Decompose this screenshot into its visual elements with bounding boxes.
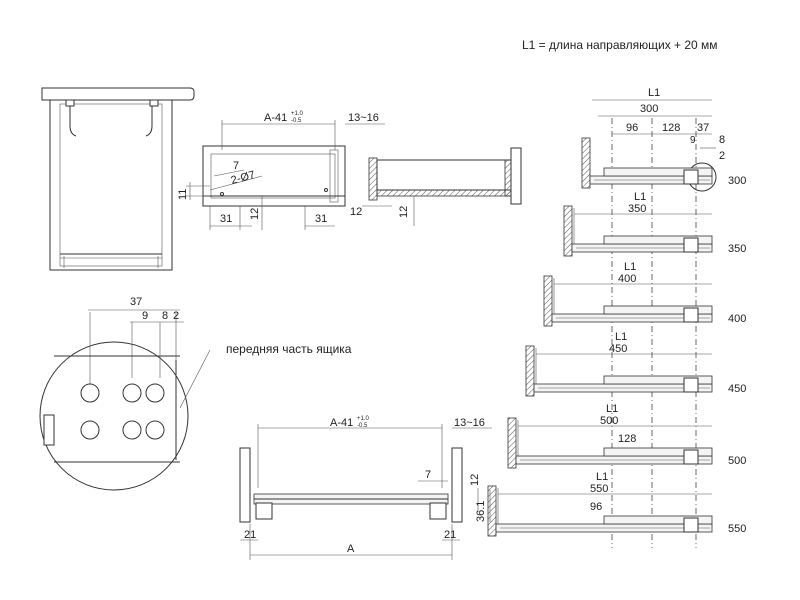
rail-slider: [603, 375, 713, 385]
drawer-bottom-view: A-41 +1.0 -0.5 13~16 7 12 36.1 21 A 21: [239, 416, 492, 560]
rail-lock: [683, 169, 699, 185]
rail-slider: [603, 447, 713, 457]
rail-slider: [603, 235, 713, 245]
rail-l1-label: L1: [615, 331, 627, 343]
rail-length-label: 300: [640, 103, 658, 115]
rail-slider: [603, 515, 713, 525]
detail-dim-37: 37: [130, 296, 142, 308]
drawer-section-view: 12 12: [350, 147, 522, 226]
rail-lock: [683, 377, 699, 393]
cabinet-front-view: [41, 87, 195, 271]
rail-l1-label: L1: [596, 471, 608, 483]
side-gap-label: 13~16: [348, 112, 379, 124]
rail-wall: [543, 275, 553, 327]
rail-length-label: 400: [618, 273, 636, 285]
rail-top-37: 37: [697, 122, 709, 134]
rail-wall: [487, 485, 497, 537]
rail-length-label: 550: [590, 483, 608, 495]
rail-size-label: 400: [728, 313, 746, 325]
bottom-gap-label: 13~16: [454, 417, 485, 429]
bottom-width-label: A-41: [330, 417, 353, 429]
side-dim-11: 11: [177, 189, 189, 200]
bottom-tol-minus: -0.5: [357, 423, 368, 429]
rail-top-2: 2: [719, 150, 725, 162]
rail-top-8: 8: [719, 134, 725, 146]
rail-slider: [603, 305, 713, 315]
rail-length-label: 450: [609, 343, 627, 355]
rail-size-label: 500: [728, 455, 746, 467]
detail-dim-9: 9: [142, 310, 148, 322]
rail-lock: [683, 517, 699, 533]
bottom-dim-12: 12: [469, 474, 481, 486]
rail-length-label: 500: [600, 415, 618, 427]
detail-dim-2: 2: [173, 310, 179, 322]
rail-wall: [507, 417, 517, 469]
side-tol-plus: +1.0: [291, 111, 304, 117]
drawer-side-view: A-41 +1.0 -0.5 13~16 7 2-Ø7 11 31 12 31: [177, 111, 385, 230]
rail-wall: [563, 205, 573, 257]
bottom-dim-36: 36.1: [475, 501, 487, 522]
side-dim-31-right: 31: [315, 213, 327, 225]
rail-length-label: 350: [628, 203, 646, 215]
rail-extra-dim: 128: [618, 433, 636, 445]
rail-size-label: 350: [728, 243, 746, 255]
rail-wall: [525, 345, 535, 397]
side-width-label: A-41: [264, 112, 287, 124]
rail-top-9: 9: [690, 135, 696, 146]
rail-lock: [683, 237, 699, 253]
bottom-dim-7: 7: [425, 469, 431, 481]
rail-lock: [683, 449, 699, 465]
side-dim-31-left: 31: [220, 213, 232, 225]
side-dim-7: 7: [233, 160, 239, 172]
rail-top-96: 96: [626, 122, 638, 134]
rail-size-label: 300: [728, 175, 746, 187]
rail-lock: [683, 307, 699, 323]
rail-l1-label: L1: [634, 191, 646, 203]
rail-top-l1: L1: [648, 87, 660, 99]
side-dim-12: 12: [249, 208, 261, 220]
rail-size-label: 450: [728, 383, 746, 395]
rail-top-128: 128: [662, 122, 680, 134]
side-tol-minus: -0.5: [291, 118, 302, 124]
rail-lengths-group: L1 96 128 37 9 8 2 300300L1350350L140040…: [487, 87, 746, 548]
rail-l1-label: L1: [624, 261, 636, 273]
rail-wall: [581, 137, 591, 189]
front-part-label: передняя часть ящика: [226, 342, 352, 356]
rail-l1-label: L1: [606, 403, 618, 415]
detail-view: 37 9 8 2 передняя часть ящика: [39, 296, 352, 491]
section-dim-12-b: 12: [398, 206, 410, 218]
rail-extra-dim: 96: [590, 501, 602, 513]
formula-note: L1 = длина направляющих + 20 мм: [522, 38, 718, 52]
bottom-tol-plus: +1.0: [357, 416, 370, 422]
bottom-dim-A: A: [347, 543, 355, 555]
rail-size-label: 550: [728, 523, 746, 535]
bottom-dim-21-right: 21: [444, 529, 456, 541]
rail-slider: [603, 167, 713, 177]
detail-dim-8: 8: [162, 310, 168, 322]
section-dim-12-a: 12: [350, 206, 362, 218]
